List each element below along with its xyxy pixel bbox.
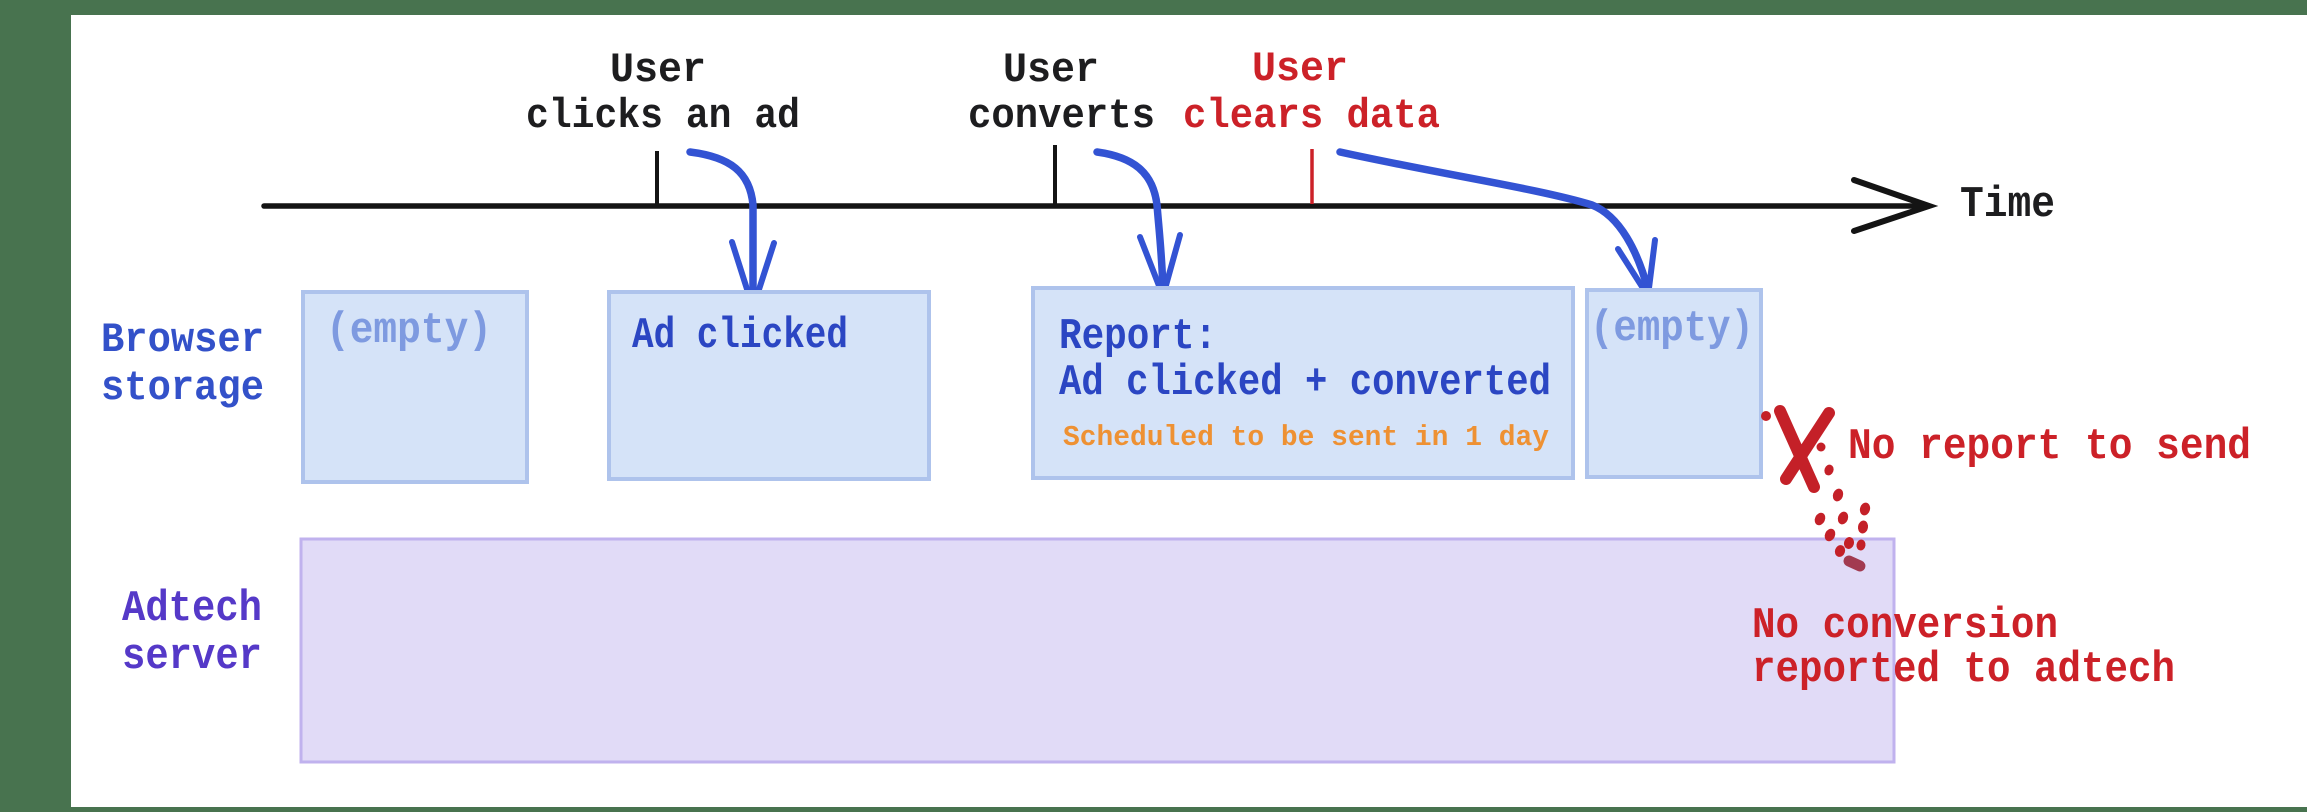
svg-text:User: User [1252, 45, 1348, 93]
svg-text:reported to adtech: reported to adtech [1752, 645, 2175, 695]
svg-text:Ad clicked + converted: Ad clicked + converted [1059, 358, 1551, 408]
svg-text:User: User [610, 46, 706, 94]
svg-text:No report to send: No report to send [1848, 422, 2251, 472]
svg-text:converts: converts [968, 92, 1155, 140]
svg-text:server: server [122, 632, 262, 682]
svg-text:(empty): (empty) [1590, 304, 1754, 354]
svg-text:clicks an ad: clicks an ad [526, 92, 800, 140]
svg-text:Report:: Report: [1059, 312, 1217, 362]
svg-text:Ad clicked: Ad clicked [632, 311, 848, 361]
svg-text:(empty): (empty) [326, 306, 492, 356]
svg-text:No conversion: No conversion [1752, 601, 2058, 651]
svg-text:User: User [1003, 46, 1099, 94]
svg-text:Adtech: Adtech [122, 584, 262, 634]
svg-text:Time: Time [1960, 180, 2055, 230]
svg-text:Browser: Browser [101, 316, 264, 364]
svg-text:Scheduled to be sent in 1 day: Scheduled to be sent in 1 day [1063, 421, 1549, 454]
svg-text:clears data: clears data [1183, 92, 1440, 140]
svg-text:storage: storage [101, 364, 264, 412]
